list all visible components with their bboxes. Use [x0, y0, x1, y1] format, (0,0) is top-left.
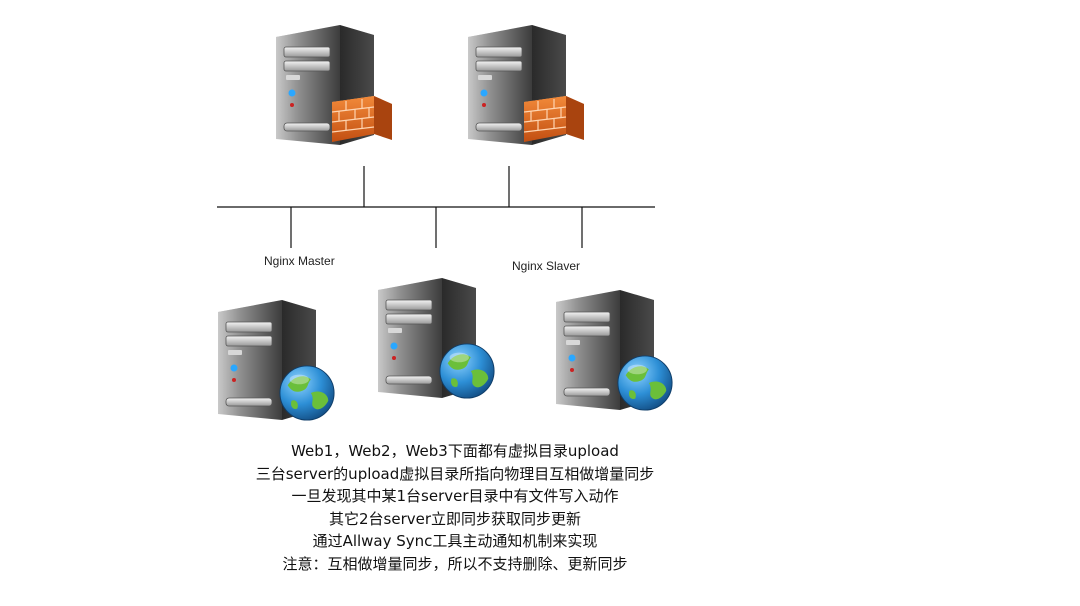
caption-line: 其它2台server立即同步获取同步更新: [160, 508, 750, 531]
diagram-caption: Web1，Web2，Web3下面都有虚拟目录upload 三台server的up…: [160, 440, 750, 575]
network-bus: [217, 166, 655, 248]
caption-line: 三台server的upload虚拟目录所指向物理目互相做增量同步: [160, 463, 750, 486]
caption-line: 注意：互相做增量同步，所以不支持删除、更新同步: [160, 553, 750, 576]
web2-server: [378, 278, 494, 398]
web3-server: [556, 290, 672, 410]
nginx-master-label: Nginx Master: [264, 254, 335, 268]
globe-icon: [618, 356, 672, 410]
web1-server: [218, 300, 334, 420]
nginx-slaver-label: Nginx Slaver: [512, 259, 580, 273]
nginx-master-server: [276, 25, 392, 145]
globe-icon: [280, 366, 334, 420]
nginx-slaver-server: [468, 25, 584, 145]
caption-line: Web1，Web2，Web3下面都有虚拟目录upload: [160, 440, 750, 463]
firewall-icon: [332, 96, 392, 142]
caption-line: 一旦发现其中某1台server目录中有文件写入动作: [160, 485, 750, 508]
firewall-icon: [524, 96, 584, 142]
globe-icon: [440, 344, 494, 398]
caption-line: 通过Allway Sync工具主动通知机制来实现: [160, 530, 750, 553]
